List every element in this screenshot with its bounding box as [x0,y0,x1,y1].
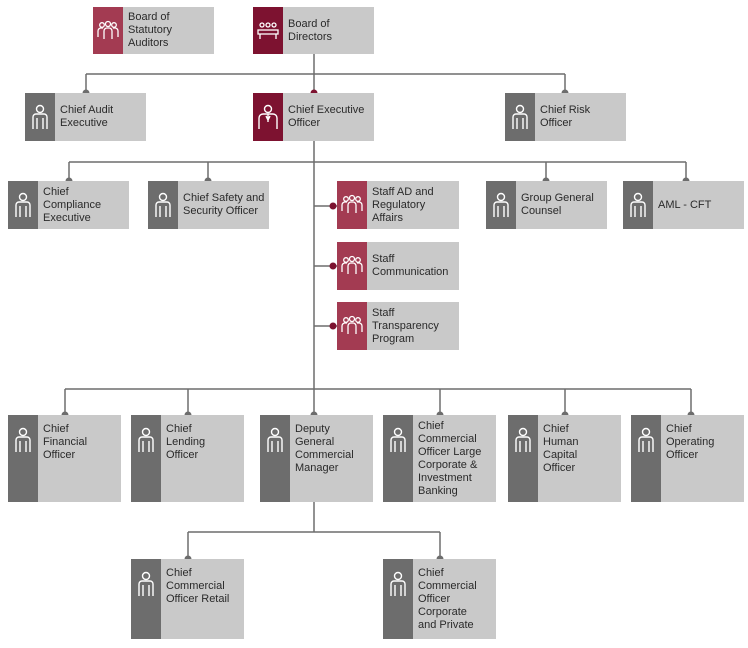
node-label: Chief Risk Officer [540,104,591,129]
person-icon [508,415,538,502]
chief-human-capital-officer-box: Chief Human Capital Officer [508,415,621,502]
person-icon [8,181,38,229]
chief-risk-officer-box: Chief Risk Officer [505,93,626,141]
chief-lending-officer-box: Chief Lending Officer [131,415,244,502]
board-statutory-auditors-box: Board of Statutory Auditors [93,7,214,54]
cco-retail-box: Chief Commercial Officer Retail [131,559,244,639]
chief-safety-security-officer-box: Chief Safety and Security Officer [148,181,269,229]
node-label: Chief Financial Officer [43,423,88,461]
node-label: Chief Human Capital Officer [543,423,579,474]
node-label: Staff Transparency Program [372,306,439,345]
node-label: Group General Counsel [521,192,594,217]
person-icon [486,181,516,229]
node-label: Chief Executive Officer [288,104,365,129]
chief-operating-officer-box: Chief Operating Officer [631,415,744,502]
chief-compliance-executive-box: Chief Compliance Executive [8,181,129,229]
node-label: Chief Safety and Security Officer [183,192,265,217]
node-label: Chief Commercial Officer Retail [166,567,230,605]
cco-corporate-private-box: Chief Commercial Officer Corporate and P… [383,559,496,639]
person-icon [25,93,55,141]
executive-icon [253,93,283,141]
group-icon [93,7,123,54]
node-label: AML - CFT [658,198,712,211]
node-label: Chief Commercial Officer Large Corporate… [418,420,482,497]
node-label: Staff AD and Regulatory Affairs [372,185,434,224]
group-icon [337,242,367,290]
node-label: Chief Operating Officer [666,423,715,461]
person-icon [505,93,535,141]
person-icon [631,415,661,502]
group-icon [337,302,367,350]
node-label: Deputy General Commercial Manager [295,423,354,474]
cco-large-corporate-box: Chief Commercial Officer Large Corporate… [383,415,496,502]
chief-executive-officer-box: Chief Executive Officer [253,93,374,141]
node-label: Chief Lending Officer [166,423,206,461]
person-icon [8,415,38,502]
group-icon [337,181,367,229]
board-of-directors-box: Board of Directors [253,7,374,54]
person-icon [260,415,290,502]
staff-communication-box: Staff Communication [337,242,459,290]
node-label: Chief Compliance Executive [43,185,102,224]
person-icon [623,181,653,229]
node-label: Chief Commercial Officer Corporate and P… [418,567,477,631]
person-icon [148,181,178,229]
deputy-general-commercial-manager-box: Deputy General Commercial Manager [260,415,373,502]
node-label: Board of Directors [288,17,333,43]
meeting-icon [253,7,283,54]
person-icon [383,415,413,502]
chief-financial-officer-box: Chief Financial Officer [8,415,121,502]
group-general-counsel-box: Group General Counsel [486,181,607,229]
person-icon [131,559,161,639]
person-icon [383,559,413,639]
node-label: Board of Statutory Auditors [128,11,173,49]
staff-ad-regulatory-box: Staff AD and Regulatory Affairs [337,181,459,229]
staff-transparency-program-box: Staff Transparency Program [337,302,459,350]
aml-cft-box: AML - CFT [623,181,744,229]
person-icon [131,415,161,502]
node-label: Chief Audit Executive [60,104,114,129]
node-label: Staff Communication [372,253,449,278]
chief-audit-executive-box: Chief Audit Executive [25,93,146,141]
